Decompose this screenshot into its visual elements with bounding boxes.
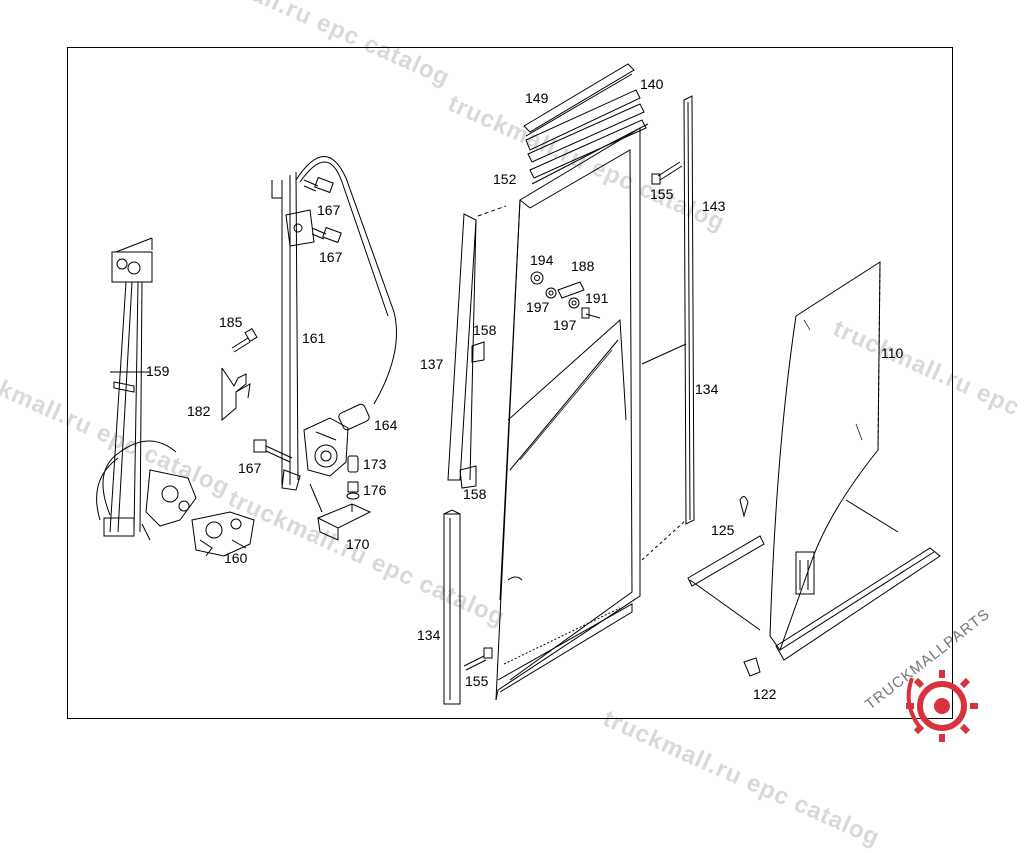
callout-134-a: 134 — [695, 381, 719, 397]
callout-167-a: 167 — [317, 202, 341, 218]
callout-197-b: 197 — [553, 317, 577, 333]
callout-173: 173 — [363, 456, 387, 472]
callout-191: 191 — [585, 290, 609, 306]
part-194-nut — [530, 271, 544, 285]
callout-137: 137 — [420, 356, 444, 372]
part-110-glass — [769, 261, 881, 652]
part-170-bracket — [309, 483, 372, 541]
callout-110: 110 — [881, 345, 904, 361]
part-137-channel — [447, 205, 507, 481]
callout-155-bottom: 155 — [465, 673, 489, 689]
part-167-bolts — [253, 176, 342, 463]
callout-152: 152 — [493, 171, 517, 187]
callout-155-top: 155 — [650, 186, 674, 202]
callout-125: 125 — [711, 522, 735, 538]
part-161-regulator — [271, 156, 397, 491]
callout-158-b: 158 — [463, 486, 487, 502]
part-158-clips — [459, 341, 485, 489]
part-173-spacer — [347, 455, 359, 473]
callout-170: 170 — [346, 536, 370, 552]
part-191-screw — [581, 307, 601, 319]
truckmall-logo — [906, 670, 978, 742]
callout-185: 185 — [219, 314, 243, 330]
callout-194: 194 — [530, 252, 554, 268]
part-176-nut — [346, 481, 360, 500]
part-155-screw-top — [651, 161, 683, 185]
part-185-bolt — [231, 327, 258, 353]
part-134-seal-left — [443, 509, 461, 705]
part-152-strip — [529, 119, 649, 185]
part-159-regulator — [96, 237, 197, 541]
callout-143: 143 — [702, 198, 726, 214]
part-143-seal — [641, 95, 695, 561]
callout-164: 164 — [374, 417, 398, 433]
part-188-plate — [557, 281, 585, 299]
part-164-motor — [303, 403, 370, 477]
callout-197-a: 197 — [526, 299, 550, 315]
part-197-washers — [545, 287, 580, 309]
callout-160: 160 — [224, 550, 248, 566]
diagram-frame — [67, 47, 953, 719]
callout-182: 182 — [187, 403, 211, 419]
callout-161: 161 — [302, 330, 326, 346]
callout-158-a: 158 — [473, 322, 497, 338]
callout-159: 159 — [146, 363, 170, 379]
part-160-motor — [191, 511, 255, 557]
part-122-lifter-rail — [689, 499, 941, 677]
part-182-bracket — [221, 367, 251, 422]
callout-167-b: 167 — [319, 249, 343, 265]
part-149-strip — [525, 89, 645, 163]
door-frame — [495, 127, 641, 701]
callout-188: 188 — [571, 258, 595, 274]
callout-122: 122 — [753, 686, 777, 702]
callout-167-c: 167 — [238, 460, 262, 476]
parts-diagram — [96, 63, 941, 705]
callout-134-b: 134 — [417, 627, 441, 643]
callout-176: 176 — [363, 482, 387, 498]
part-140-strip — [523, 63, 635, 137]
callout-149: 149 — [525, 90, 549, 106]
callout-140: 140 — [640, 76, 664, 92]
gear-icon — [906, 670, 978, 742]
part-125-strip — [687, 496, 765, 587]
part-155-screw-bottom — [463, 647, 493, 671]
